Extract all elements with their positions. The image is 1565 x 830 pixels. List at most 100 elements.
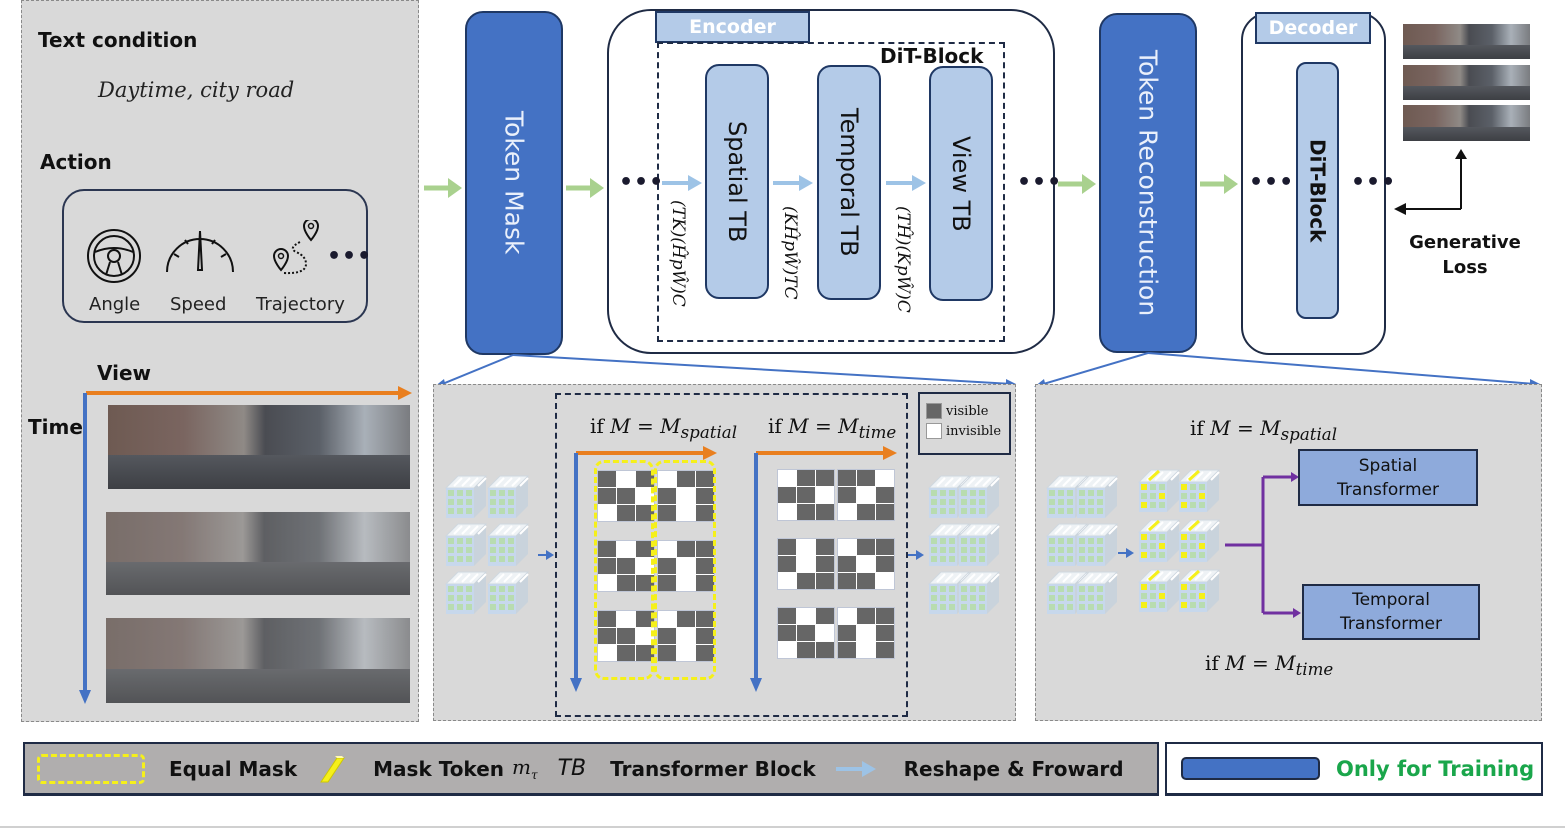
visible-token-cell	[636, 575, 654, 591]
visible-token-cell	[658, 628, 676, 644]
equal-mask-swatch	[37, 753, 145, 784]
visible-token-cell	[876, 556, 894, 572]
visible-token-cell	[598, 558, 616, 574]
time-mask-grid	[777, 538, 835, 590]
spatial-mask-grid	[657, 470, 715, 522]
token-cube	[1137, 518, 1181, 562]
visible-token-cell	[838, 625, 856, 641]
action-more-icon: •••	[327, 244, 373, 269]
visible-token-cell	[816, 556, 834, 572]
time-mask-grid-row	[777, 469, 895, 521]
visible-token-cell	[876, 487, 894, 503]
token-cube-icon	[1075, 523, 1119, 566]
visible-token-cell	[857, 573, 875, 589]
visible-token-cell	[797, 573, 815, 589]
mask-token-symbol: mτ	[512, 755, 538, 782]
invisible-token-cell	[617, 471, 635, 487]
encoder-dit-block-frame	[657, 42, 1005, 342]
invisible-token-cell	[636, 558, 654, 574]
token-cube-icon	[1075, 571, 1119, 614]
invisible-token-cell	[617, 541, 635, 557]
decoder-label: Decoder	[1255, 12, 1371, 44]
token-cube	[444, 570, 488, 614]
token-cube-icon	[957, 571, 1001, 614]
visible-token-cell	[778, 608, 796, 624]
transformer-block-label: Transformer Block	[610, 756, 816, 781]
frame-image-t3-noisy	[106, 618, 410, 703]
action-box	[62, 189, 368, 323]
invisible-token-cell	[677, 558, 695, 574]
input-conditions-panel	[21, 0, 419, 722]
spatial-mask-condition: if M = Mspatial	[590, 414, 738, 442]
token-cube	[1075, 522, 1119, 566]
equal-mask-label: Equal Mask	[169, 756, 298, 781]
tb-symbol: TB	[557, 756, 587, 781]
visible-token-cell	[778, 539, 796, 555]
frame-image-t1	[108, 405, 410, 489]
spatial-mask-grid	[597, 470, 655, 522]
visible-token-cell	[636, 505, 654, 521]
token-cube	[1075, 570, 1119, 614]
token-reconstruction-label: Token Reconstruction	[1133, 49, 1163, 317]
view-axis-label: View	[97, 361, 152, 385]
token-reconstruction-block: Token Reconstruction	[1099, 13, 1197, 353]
legend-reshape-forward: Reshape & Froward	[835, 756, 1124, 781]
generative-loss-arrow	[1394, 149, 1467, 215]
time-mask-grid-row	[777, 607, 895, 659]
visible-token-cell	[636, 541, 654, 557]
view-time-axes	[79, 386, 412, 704]
invisible-token-cell	[816, 625, 834, 641]
visible-token-cell	[658, 505, 676, 521]
mask-token-cube-icon	[1177, 569, 1221, 612]
invisible-token-cell	[598, 645, 616, 661]
time-mask-axes	[750, 446, 897, 692]
mask-token-cube-icon	[1137, 469, 1181, 512]
invisible-token-cell	[778, 470, 796, 486]
temporal-tb-label: Temporal TB	[835, 108, 863, 257]
visible-token-cell	[636, 471, 654, 487]
encoder-ellipsis-right: •••	[1017, 170, 1063, 195]
invisible-token-cell	[857, 556, 875, 572]
temporal-tb-block: Temporal TB	[817, 65, 881, 300]
token-cube	[927, 522, 971, 566]
view-tb-block: View TB	[929, 66, 993, 301]
reshape-forward-arrow-icon	[835, 760, 876, 777]
visible-token-cell	[876, 608, 894, 624]
visible-token-cell	[696, 611, 714, 627]
dimension-label-view: (TĤ)(KpŴ)C	[893, 206, 913, 313]
token-cube	[1137, 568, 1181, 612]
visible-token-cell	[598, 541, 616, 557]
bottom-divider	[0, 826, 1565, 828]
green-arrow-3	[1058, 174, 1096, 194]
invisible-token-cell	[778, 642, 796, 658]
spatial-mask-grid-row	[597, 610, 715, 662]
invisible-token-cell	[778, 504, 796, 520]
invisible-label: invisible	[946, 423, 1002, 439]
masked-token-cubes	[927, 474, 1001, 619]
invisible-token-cell	[658, 471, 676, 487]
spatial-transformer-block: Spatial Transformer	[1298, 449, 1478, 506]
invisible-token-cell	[658, 541, 676, 557]
token-cube	[957, 522, 1001, 566]
invisible-token-cell	[598, 505, 616, 521]
token-mask-block: Token Mask	[465, 11, 563, 355]
invisible-token-cell	[677, 575, 695, 591]
visible-token-cell	[816, 504, 834, 520]
speedometer-icon	[166, 230, 234, 273]
invisible-token-cell	[658, 611, 676, 627]
token-cube	[444, 474, 488, 518]
visible-token-cell	[838, 642, 856, 658]
time-mask-grid-row	[777, 538, 895, 590]
text-condition-label: Text condition	[38, 28, 198, 52]
dimension-label-spatial: (TK)(ĤpŴ)C	[668, 200, 688, 307]
decoder-ellipsis-left: •••	[1249, 170, 1295, 195]
visible-token-cell	[816, 608, 834, 624]
text-condition-value: Daytime, city road	[98, 78, 295, 102]
invisible-token-cell	[857, 642, 875, 658]
reshape-forward-label: Reshape & Froward	[903, 756, 1124, 781]
visible-token-cell	[838, 487, 856, 503]
visible-token-cell	[617, 628, 635, 644]
token-cube	[486, 522, 530, 566]
visible-token-cell	[797, 487, 815, 503]
time-mask-grid	[837, 469, 895, 521]
